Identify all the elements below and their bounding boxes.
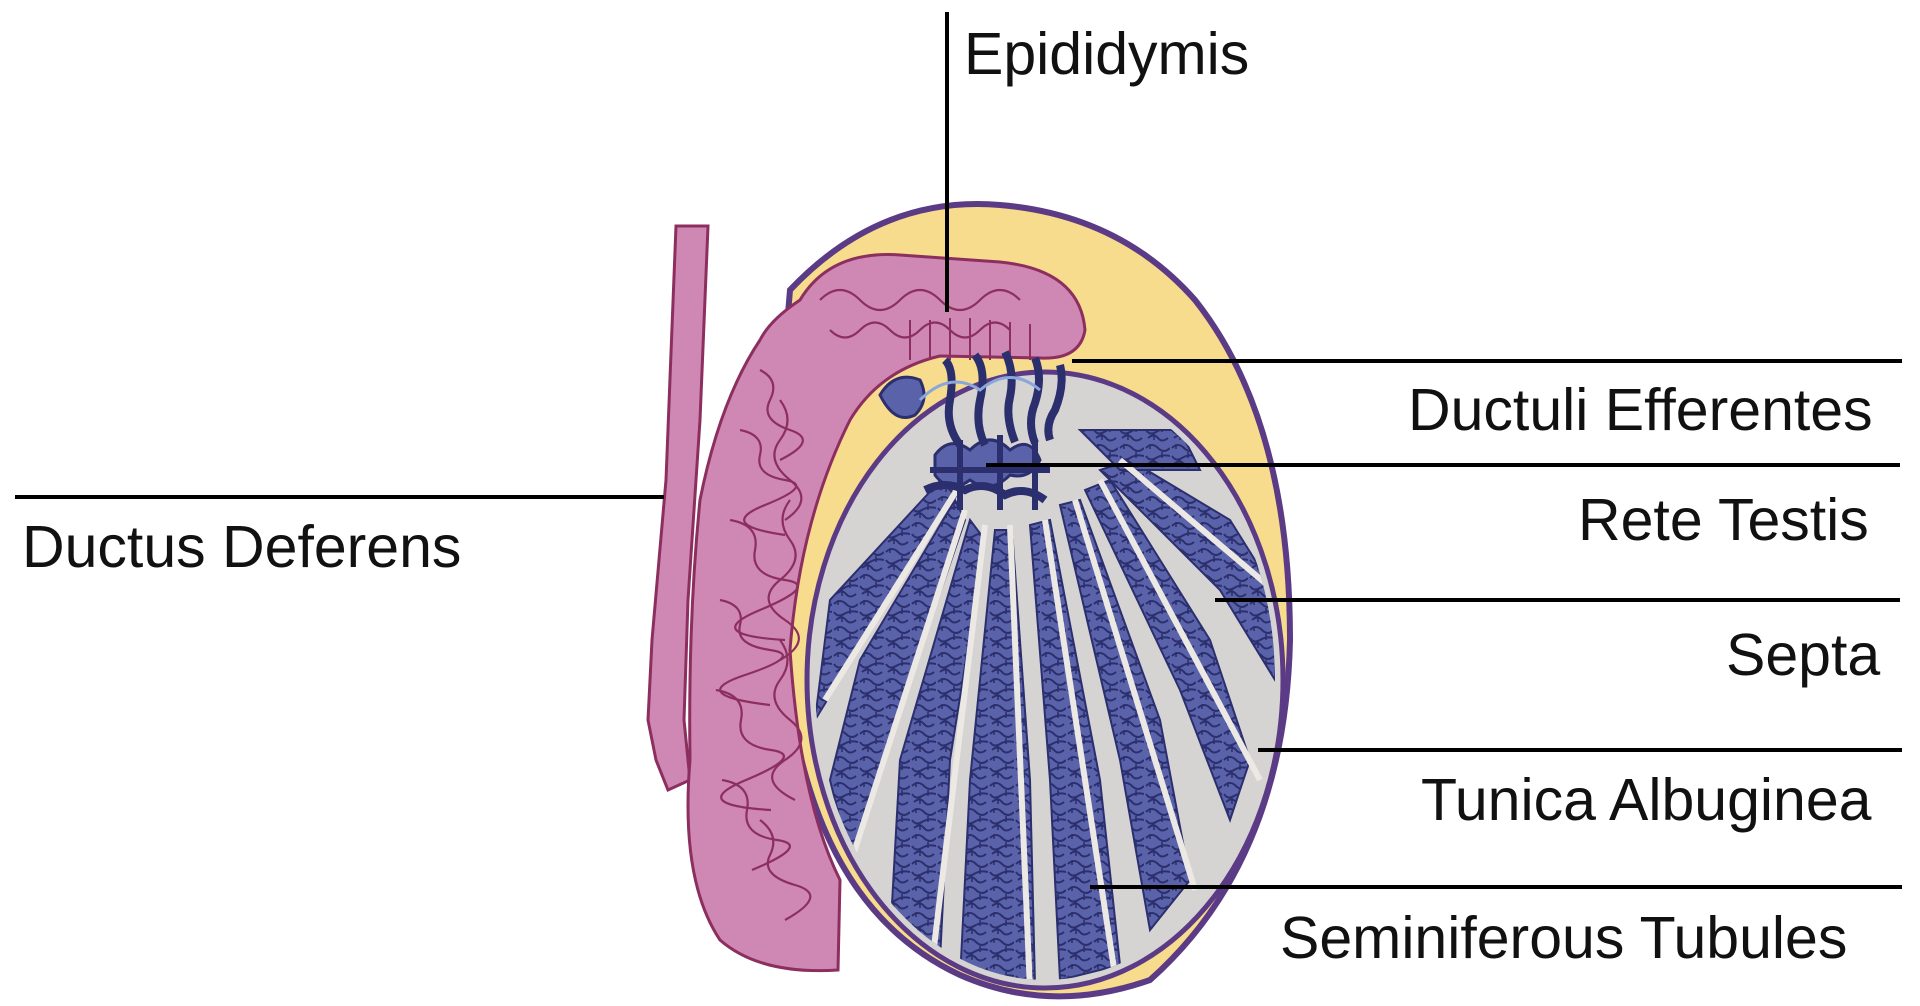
label-ductus-deferens: Ductus Deferens <box>22 514 461 580</box>
label-tunica-albuginea: Tunica Albuginea <box>1421 767 1872 833</box>
label-seminiferous-tubules: Seminiferous Tubules <box>1280 905 1847 971</box>
label-ductuli-efferentes: Ductuli Efferentes <box>1408 377 1873 443</box>
label-epididymis: Epididymis <box>964 21 1249 87</box>
label-rete-testis: Rete Testis <box>1578 487 1869 553</box>
label-septa: Septa <box>1726 622 1880 688</box>
